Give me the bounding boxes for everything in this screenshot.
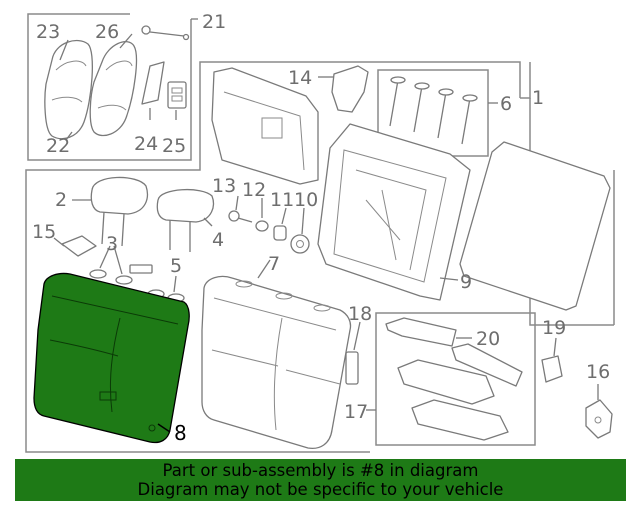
part-14-latch	[331, 65, 369, 113]
callout-10: 10	[294, 189, 318, 211]
part-8-shape	[33, 272, 190, 444]
part-16-bracket	[585, 399, 613, 439]
part-22-cover	[89, 41, 138, 137]
callout-18: 18	[348, 303, 372, 325]
part-23-pad	[44, 39, 94, 140]
callout-19: 19	[542, 317, 566, 339]
part-24-bracket	[141, 61, 165, 105]
part-12-washer	[255, 220, 269, 232]
callout-22: 22	[46, 135, 70, 157]
part-info-banner: Part or sub-assembly is #8 in diagram Di…	[15, 459, 626, 501]
part-backing-board	[459, 141, 611, 311]
part-6-studs	[389, 76, 478, 145]
callout-25: 25	[162, 135, 186, 157]
group-frame-21	[27, 13, 198, 161]
callout-6: 6	[500, 93, 512, 115]
part-10-nut	[290, 234, 310, 254]
part-25-clip	[167, 81, 187, 109]
callout-14: 14	[288, 67, 312, 89]
callout-17: 17	[344, 401, 368, 423]
part-11-bushing	[273, 225, 287, 241]
part-19-clip	[541, 355, 563, 383]
part-7-seat-back-cover	[201, 275, 352, 450]
callout-9: 9	[460, 271, 472, 293]
callout-3: 3	[106, 233, 118, 255]
part-18-striker	[345, 321, 361, 385]
part-9-frame	[317, 123, 471, 301]
callout-21: 21	[202, 11, 226, 33]
callout-20: 20	[476, 328, 500, 350]
callout-15: 15	[32, 221, 56, 243]
part-2-headrest	[90, 176, 149, 247]
callout-4: 4	[212, 229, 224, 251]
callout-26: 26	[95, 21, 119, 43]
banner-line-part: Part or sub-assembly is #8 in diagram	[162, 461, 479, 480]
callout-1: 1	[532, 87, 544, 109]
group-frame-17	[375, 312, 536, 446]
part-20-armrest-tray	[385, 317, 457, 347]
callout-5: 5	[170, 255, 182, 277]
part-13-bolt	[228, 210, 253, 223]
part-armrest-body	[397, 359, 495, 405]
part-8-seat-back-cushion	[33, 272, 190, 444]
callout-16: 16	[586, 361, 610, 383]
callout-8-highlighted: 8	[174, 421, 187, 445]
callout-13: 13	[212, 175, 236, 197]
callout-2: 2	[55, 189, 67, 211]
callout-11: 11	[270, 189, 294, 211]
callout-12: 12	[242, 179, 266, 201]
callout-23: 23	[36, 21, 60, 43]
callout-7: 7	[268, 253, 280, 275]
part-armrest-pad	[411, 399, 509, 441]
callout-24: 24	[134, 133, 158, 155]
part-15-bezel	[61, 235, 97, 257]
part-4-headrest	[156, 188, 215, 252]
part-3-guides	[89, 264, 153, 285]
part-26-rod	[141, 25, 190, 41]
banner-line-disclaimer: Diagram may not be specific to your vehi…	[137, 480, 504, 499]
part-armrest-frame	[451, 343, 523, 387]
